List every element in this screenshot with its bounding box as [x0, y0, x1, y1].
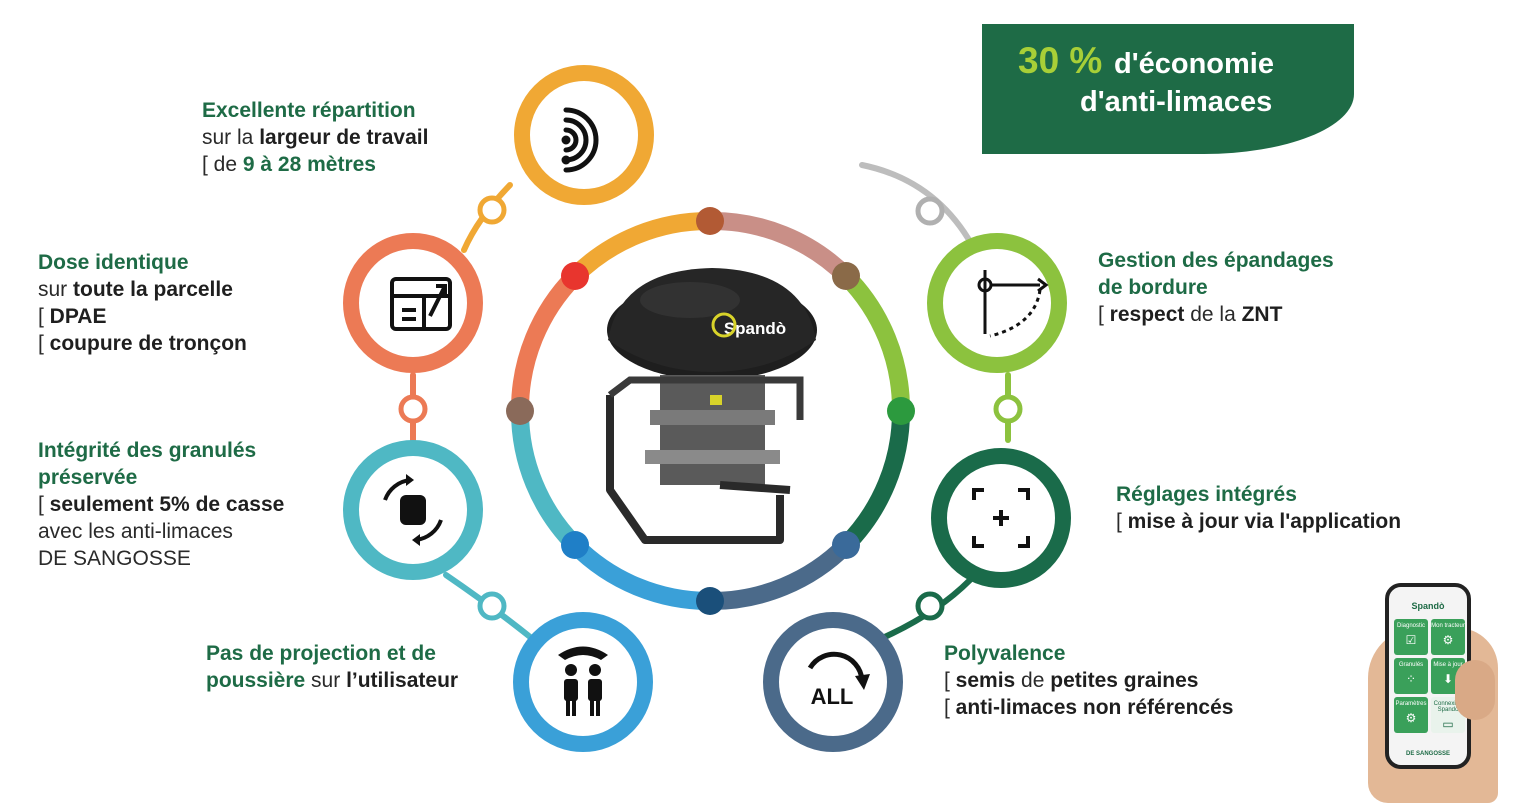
feature-dose: Dose identique sur toute la parcelle [ D…	[38, 249, 247, 357]
thumb-image	[1455, 660, 1495, 720]
banner-percent: 30 %	[1018, 40, 1103, 81]
app-tile-granules[interactable]: Granulés ⁘	[1394, 658, 1428, 694]
repartition-range: 9 à 28 mètres	[242, 153, 376, 176]
integrite-casse: seulement 5% de casse	[49, 493, 285, 516]
granules-icon: ⁘	[1405, 672, 1417, 686]
reglages-title: Réglages intégrés	[1116, 483, 1297, 506]
repartition-line3-plain: [ de	[202, 153, 243, 176]
polyvalence-circle: ALL	[763, 612, 903, 752]
all-cycle-icon: ALL	[807, 651, 870, 709]
polyvalence-line3-bracket: [	[944, 696, 956, 719]
integrite-title-2: préservée	[38, 466, 138, 489]
dose-line2-bold: toute la parcelle	[73, 278, 233, 301]
app-tile-label: Mon tracteur	[1431, 623, 1465, 629]
reglages-bracket: [	[1116, 510, 1128, 533]
dose-title: Dose identique	[38, 251, 189, 274]
integrite-circle	[343, 440, 483, 580]
bordure-circle	[927, 233, 1067, 373]
integrite-line4: DE SANGOSSE	[38, 547, 191, 570]
projection-circle	[513, 612, 653, 752]
dose-line3-bracket: [	[38, 305, 50, 328]
spreader-product: Spandò	[606, 268, 817, 544]
bordure-title-1: Gestion des épandages	[1098, 249, 1334, 272]
app-tile-label: Connexion Spandò	[1433, 701, 1463, 713]
central-ring	[510, 211, 911, 611]
gear-icon: ⚙	[1405, 711, 1417, 725]
connector-rings	[398, 195, 1023, 621]
connect-icon: ▭	[1442, 717, 1454, 731]
app-tile-diagnostic[interactable]: Diagnostic ☑	[1394, 619, 1428, 655]
app-footer: DE SANGOSSE	[1405, 751, 1450, 757]
app-tile-connect[interactable]: Connexion Spandò ▭	[1431, 697, 1465, 733]
border-spreading-icon	[977, 270, 1049, 338]
app-tile-label: Diagnostic	[1396, 623, 1425, 629]
dose-line4-bracket: [	[38, 332, 50, 355]
feature-reglages: Réglages intégrés [ mise à jour via l'ap…	[1116, 481, 1401, 535]
polyvalence-de: de	[1015, 669, 1051, 692]
projection-line2-plain: sur	[305, 669, 347, 692]
polyvalence-semis: semis	[955, 669, 1016, 692]
projection-title-2: poussière	[206, 669, 306, 692]
repartition-title: Excellente répartition	[202, 99, 416, 122]
integrite-line3: avec les anti-limaces	[38, 520, 233, 543]
reglages-mise-a-jour: mise à jour via l'application	[1127, 510, 1402, 533]
polyvalence-petites-graines: petites graines	[1050, 669, 1199, 692]
app-tile-tractor[interactable]: Mon tracteur ⚙	[1431, 619, 1465, 655]
polyvalence-line2-bracket: [	[944, 669, 956, 692]
polyvalence-title: Polyvalence	[944, 642, 1066, 665]
integrite-title-1: Intégrité des granulés	[38, 439, 257, 462]
bordure-respect: respect	[1109, 303, 1185, 326]
bordure-bracket: [	[1098, 303, 1110, 326]
download-icon: ⬇	[1442, 672, 1454, 686]
feature-integrite: Intégrité des granulés préservée [ seule…	[38, 437, 284, 572]
economy-banner: 30 % d'économie d'anti-limaces	[982, 24, 1354, 154]
dose-circle	[343, 233, 483, 373]
repartition-circle	[514, 65, 654, 205]
ring-junction-dots	[506, 207, 915, 615]
banner-line1: d'économie	[1114, 48, 1274, 80]
app-tile-label: Granulés	[1398, 662, 1424, 668]
app-logo: Spandò	[1411, 601, 1445, 611]
tractor-icon: ⚙	[1442, 633, 1454, 647]
dose-chart-icon	[390, 277, 452, 331]
phone-app-mockup: Spandò Diagnostic ☑ Mon tracteur ⚙ Granulé…	[1385, 583, 1471, 769]
settings-focus-icon	[972, 488, 1030, 548]
app-tile-label: Mise à jour	[1433, 662, 1463, 668]
feature-bordure: Gestion des épandages de bordure [ respe…	[1098, 247, 1334, 328]
dose-line2-plain: sur	[38, 278, 74, 301]
checklist-icon: ☑	[1405, 633, 1417, 647]
spreader-brand-label: Spandò	[724, 319, 786, 338]
banner-line2: d'anti-limaces	[1080, 86, 1273, 118]
feature-repartition: Excellente répartition sur la largeur de…	[202, 97, 428, 178]
polyvalence-anti-limaces: anti-limaces non référencés	[955, 696, 1234, 719]
dose-dpae: DPAE	[49, 305, 107, 328]
granule-cycle-icon	[383, 474, 443, 546]
repartition-line2-bold: largeur de travail	[259, 126, 429, 149]
spread-waves-icon	[561, 107, 599, 173]
integrite-line2-bracket: [	[38, 493, 50, 516]
feature-polyvalence: Polyvalence [ semis de petites graines […	[944, 640, 1233, 721]
reglages-circle	[931, 448, 1071, 588]
app-tile-grid: Diagnostic ☑ Mon tracteur ⚙ Granulés ⁘ Mise…	[1394, 619, 1465, 733]
projection-utilisateur: l’utilisateur	[346, 669, 459, 692]
app-tile-settings[interactable]: Paramètres ⚙	[1394, 697, 1428, 733]
dose-coupure: coupure de tronçon	[49, 332, 247, 355]
projection-title-1: Pas de projection et de	[206, 642, 436, 665]
bordure-title-2: de bordure	[1098, 276, 1208, 299]
bordure-de-la: de la	[1184, 303, 1242, 326]
app-tile-label: Paramètres	[1395, 701, 1427, 707]
repartition-line2-plain: sur la	[202, 126, 260, 149]
all-icon-label: ALL	[811, 684, 854, 709]
feature-projection: Pas de projection et de poussière sur l’…	[206, 640, 458, 694]
bordure-znt: ZNT	[1241, 303, 1283, 326]
user-protection-icon	[558, 646, 608, 716]
